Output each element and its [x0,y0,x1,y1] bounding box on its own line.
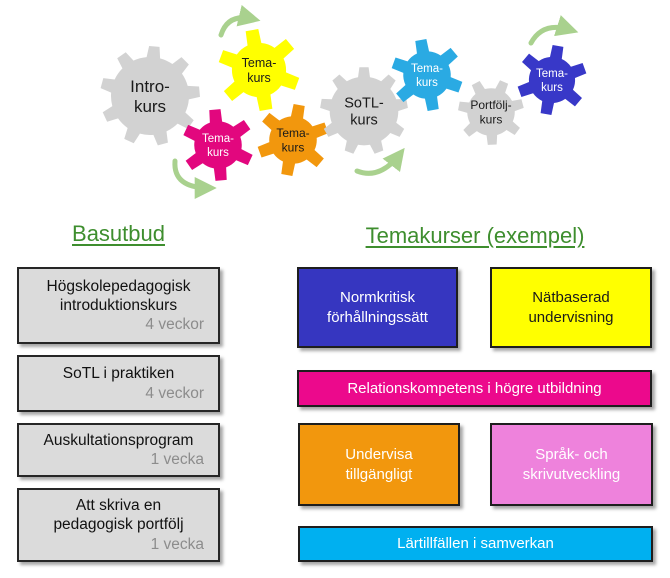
gear-diagram: Intro-kursTema-kursTema-kursTema-kursSoT… [100,4,587,199]
flow-arrows [172,4,579,199]
course-title: Auskultationsprogram [43,431,194,449]
gear-label: Tema-kurs [276,126,309,154]
gear-tema-kurs-magenta: Tema-kurs [183,109,253,181]
gear-intro-kurs: Intro-kurs [100,46,200,146]
gear-label: SoTL-kurs [344,96,384,129]
gear-tema-kurs-yellow: Tema-kurs [218,29,300,111]
gear-label: Tema-kurs [242,56,277,85]
basutbud-title: Basutbud [72,221,165,246]
temakurs-label: Relationskompetens i högre utbildning [347,379,602,397]
gear-label: Portfölj-kurs [470,98,511,126]
temakurs-box: Lärtillfällen i samverkan [298,526,653,562]
temakurs-label: Lärtillfällen i samverkan [397,535,554,553]
gear-tema-kurs-orange: Tema-kurs [257,104,329,176]
gear-label: Tema-kurs [536,68,568,94]
curved-flow-arrow-icon [354,147,405,176]
gear-sotl-kurs: SoTL-kurs [320,67,408,154]
gear-tema-kurs-cyan: Tema-kurs [391,39,463,111]
temakurser-title: Temakurser (exempel) [365,223,585,248]
temakurs-box: Relationskompetens i högre utbildning [297,370,652,407]
curved-flow-arrow-icon [218,4,261,38]
gear-label: Tema-kurs [411,63,443,89]
course-duration: 1 vecka [150,535,204,553]
curved-flow-arrow-icon [528,15,579,46]
gear-portfolj-kurs: Portfölj-kurs [458,80,524,145]
gear-tema-kurs-blue: Tema-kurs [517,45,587,115]
gear-label: Tema-kurs [202,133,234,159]
course-duration: 4 veckor [145,384,204,402]
curved-flow-arrow-icon [172,158,217,199]
course-title: SoTL i praktiken [62,365,175,383]
gear-label: Intro-kurs [130,77,170,116]
course-duration: 1 vecka [150,451,204,468]
basutbud-course-box: Auskultationsprogram 1 vecka [17,423,220,477]
course-duration: 4 veckor [145,316,204,334]
